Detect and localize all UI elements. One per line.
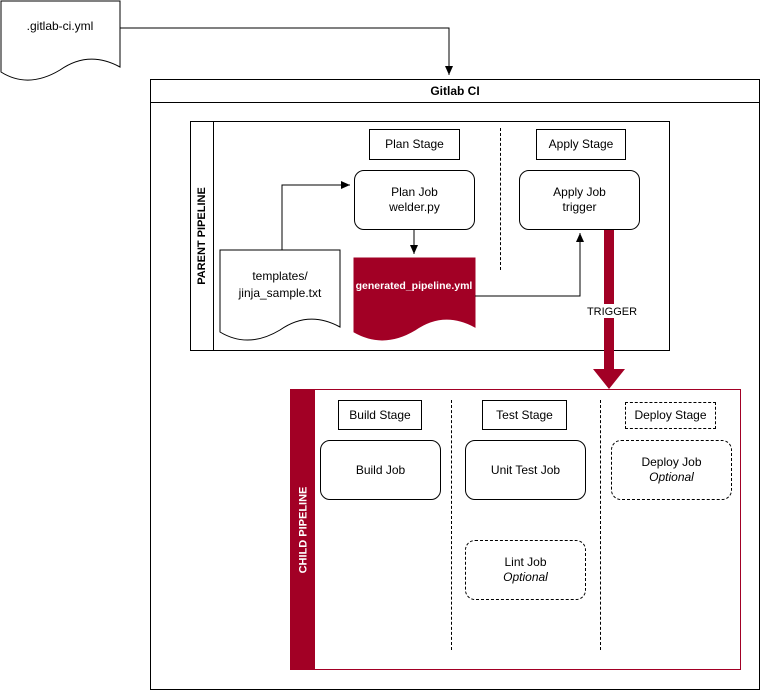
child-pipeline-container: CHILD PIPELINE bbox=[290, 389, 741, 670]
lint-job-optional: Optional bbox=[503, 570, 548, 584]
gitlab-ci-title: Gitlab CI bbox=[151, 80, 759, 103]
parent-stage-divider bbox=[500, 128, 501, 270]
build-stage-label: Build Stage bbox=[338, 400, 422, 430]
parent-pipeline-container: PARENT PIPELINE bbox=[190, 121, 670, 351]
plan-stage-label: Plan Stage bbox=[369, 129, 460, 160]
child-stage-divider-1 bbox=[451, 400, 452, 650]
gitlab-ci-file-icon bbox=[0, 0, 121, 81]
deploy-job-box: Deploy Job Optional bbox=[611, 440, 732, 500]
apply-stage-label: Apply Stage bbox=[536, 129, 626, 160]
plan-job-name: Plan Job bbox=[391, 185, 438, 199]
connector-generated-to-apply-job bbox=[475, 233, 584, 297]
child-pipeline-title-bar: CHILD PIPELINE bbox=[291, 390, 315, 669]
test-stage-label: Test Stage bbox=[482, 400, 567, 430]
templates-file-path: templates/ bbox=[252, 269, 308, 283]
plan-job-script: welder.py bbox=[389, 200, 440, 214]
generated-pipeline-file-label: generated_pipeline.yml bbox=[356, 280, 473, 292]
apply-job-type: trigger bbox=[562, 200, 597, 214]
deploy-stage-label: Deploy Stage bbox=[625, 402, 716, 429]
deploy-job-optional: Optional bbox=[649, 470, 694, 484]
child-stage-divider-2 bbox=[600, 400, 601, 650]
lint-job-name: Lint Job bbox=[504, 555, 547, 569]
gitlab-ci-file-label: .gitlab-ci.yml bbox=[27, 19, 94, 33]
plan-job-box: Plan Job welder.py bbox=[354, 170, 475, 230]
apply-job-name: Apply Job bbox=[553, 185, 606, 199]
deploy-job-name: Deploy Job bbox=[641, 455, 702, 469]
unit-test-job-box: Unit Test Job bbox=[465, 440, 586, 500]
lint-job-box: Lint Job Optional bbox=[465, 540, 586, 600]
parent-pipeline-title-bar: PARENT PIPELINE bbox=[191, 122, 214, 350]
trigger-label: TRIGGER bbox=[587, 306, 637, 318]
build-job-box: Build Job bbox=[320, 440, 441, 500]
gitlab-ci-container: Gitlab CI bbox=[150, 79, 760, 690]
connector-gitlab-ci-to-container bbox=[120, 27, 453, 75]
trigger-label-background bbox=[585, 304, 639, 318]
apply-job-box: Apply Job trigger bbox=[519, 170, 640, 230]
templates-file-icon bbox=[219, 249, 341, 341]
generated-pipeline-file-icon bbox=[353, 257, 476, 341]
connector-templates-to-plan-job bbox=[281, 181, 350, 250]
templates-file-name: jinja_sample.txt bbox=[238, 286, 322, 300]
